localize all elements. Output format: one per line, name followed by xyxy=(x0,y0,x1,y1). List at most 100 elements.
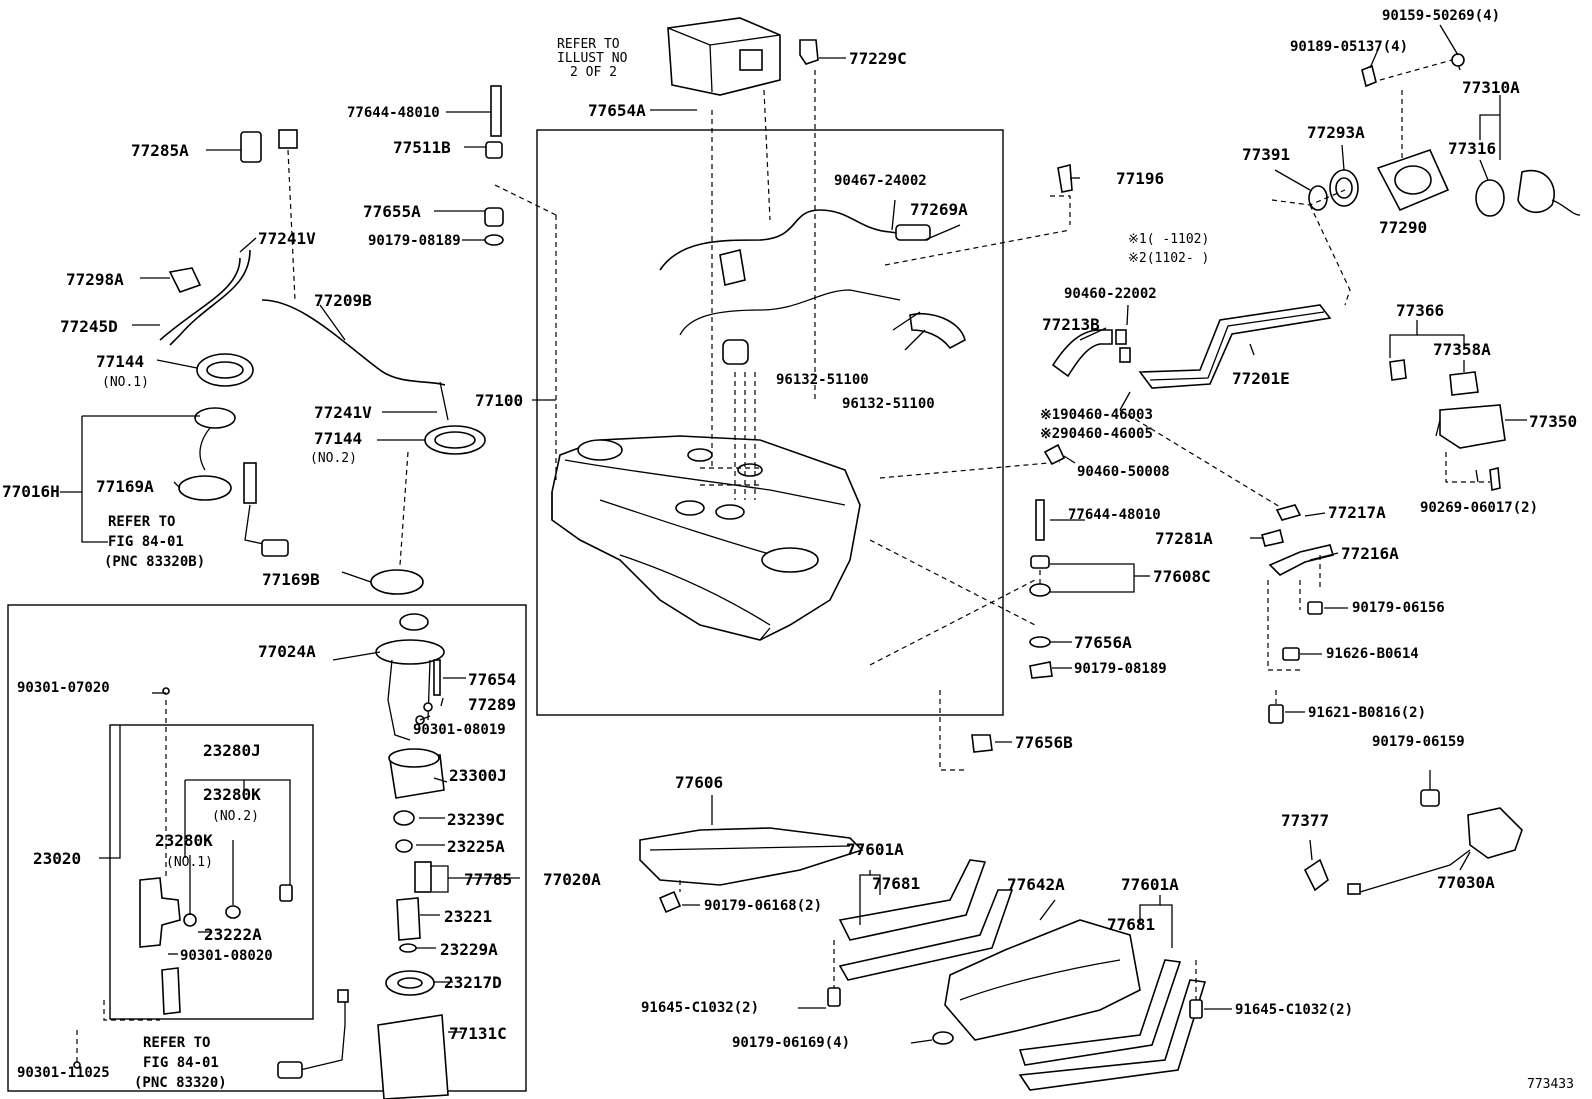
part-label-77655a: 77655A xyxy=(363,202,421,221)
part-label-77216a: 77216A xyxy=(1341,544,1399,563)
part-label-77196: 77196 xyxy=(1116,169,1164,188)
fuel-tank-frame xyxy=(536,129,1004,716)
part-label-77030a: 77030A xyxy=(1437,873,1495,892)
part-label-23280k-no2: (NO.2) xyxy=(212,809,259,824)
part-label-77358a: 77358A xyxy=(1433,340,1491,359)
part-label-90301-11025: 90301-11025 xyxy=(17,1065,110,1081)
part-label-77644-48010-top: 77644-48010 xyxy=(347,105,440,121)
part-label-90189-05137: 90189-05137(4) xyxy=(1290,39,1408,55)
part-label-77606: 77606 xyxy=(675,773,723,792)
part-label-77213b: 77213B xyxy=(1042,315,1100,334)
part-label-77656a: 77656A xyxy=(1074,633,1132,652)
fig-ref-a-line2: FIG 84-01 xyxy=(108,534,184,550)
part-label-77377: 77377 xyxy=(1281,811,1329,830)
part-label-90179-08189-top: 90179-08189 xyxy=(368,233,461,249)
part-label-77654a: 77654A xyxy=(588,101,646,120)
part-label-77169b: 77169B xyxy=(262,570,320,589)
part-label-77016h: 77016H xyxy=(2,482,60,501)
part-label-77785: 77785 xyxy=(464,870,512,889)
fig-ref-b-line3: (PNC 83320) xyxy=(134,1075,227,1091)
part-label-77020a: 77020A xyxy=(543,870,601,889)
fig-ref-a-line1: REFER TO xyxy=(108,514,175,530)
part-label-77144-no1: 77144 xyxy=(96,352,144,371)
part-label-90460-22002: 90460-22002 xyxy=(1064,286,1157,302)
part-label-77245d: 77245D xyxy=(60,317,118,336)
part-label-77366: 77366 xyxy=(1396,301,1444,320)
part-label-77169a: 77169A xyxy=(96,477,154,496)
fuel-tank-drawing xyxy=(551,435,861,641)
illust-ref-line3: 2 OF 2 xyxy=(570,65,617,80)
part-label-90269-06017: 90269-06017(2) xyxy=(1420,500,1538,516)
part-label-77024a: 77024A xyxy=(258,642,316,661)
part-label-91621-b0816: 91621-B0816(2) xyxy=(1308,705,1426,721)
part-label-90301-07020: 90301-07020 xyxy=(17,680,110,696)
part-label-77656b: 77656B xyxy=(1015,733,1073,752)
part-label-77131c: 77131C xyxy=(449,1024,507,1043)
part-label-77229c: 77229C xyxy=(849,49,907,68)
part-label-77601a-b: 77601A xyxy=(1121,875,1179,894)
part-label-190460-46003: ※190460-46003 xyxy=(1040,407,1153,423)
part-label-77144-no2-sub: (NO.2) xyxy=(310,451,357,466)
part-label-77681-b: 77681 xyxy=(1107,915,1155,934)
reference-notes: REFER TO ILLUST NO 2 OF 2 REFER TO FIG 8… xyxy=(104,37,1574,1092)
part-label-77644-48010-mid: 77644-48010 xyxy=(1068,507,1161,523)
fuel-pump-parts xyxy=(73,613,449,1099)
part-label-23280k: 23280K xyxy=(203,785,261,804)
part-label-77269a: 77269A xyxy=(910,200,968,219)
fig-ref-b-line2: FIG 84-01 xyxy=(143,1055,219,1071)
part-label-23280k-no1: 23280K xyxy=(155,831,213,850)
illust-ref-line1: REFER TO xyxy=(557,37,620,52)
part-label-77209b: 77209B xyxy=(314,291,372,310)
clip-77229c xyxy=(799,39,819,65)
upper-left-parts xyxy=(159,85,504,595)
part-label-23020: 23020 xyxy=(33,849,81,868)
part-label-77201e: 77201E xyxy=(1232,369,1290,388)
part-label-77293a: 77293A xyxy=(1307,123,1365,142)
part-label-77100: 77100 xyxy=(475,391,523,410)
part-label-290460-46005: ※290460-46005 xyxy=(1040,426,1153,442)
part-label-91626-b0614: 91626-B0614 xyxy=(1326,646,1419,662)
part-label-77241v-b: 77241V xyxy=(314,403,372,422)
part-label-23300j: 23300J xyxy=(449,766,507,785)
part-label-77391: 77391 xyxy=(1242,145,1290,164)
part-label-90159-50269: 90159-50269(4) xyxy=(1382,8,1500,24)
part-label-77350: 77350 xyxy=(1529,412,1577,431)
part-label-23225a: 23225A xyxy=(447,837,505,856)
part-label-77681-a: 77681 xyxy=(872,874,920,893)
lower-center-parts xyxy=(639,827,1207,1091)
part-label-23229a: 23229A xyxy=(440,940,498,959)
part-label-91645-c1032-a: 91645-C1032(2) xyxy=(641,1000,759,1016)
part-label-77316: 77316 xyxy=(1448,139,1496,158)
leader-lines xyxy=(60,24,1527,1044)
part-label-77144-no1-sub: (NO.1) xyxy=(102,375,149,390)
part-label-91645-c1032-b: 91645-C1032(2) xyxy=(1235,1002,1353,1018)
fig-ref-a-line3: (PNC 83320B) xyxy=(104,554,205,570)
sender-gauge-frame xyxy=(109,724,314,1020)
part-label-77298a: 77298A xyxy=(66,270,124,289)
part-label-90460-50008: 90460-50008 xyxy=(1077,464,1170,480)
filler-parts xyxy=(1051,53,1581,511)
part-label-77281a: 77281A xyxy=(1155,529,1213,548)
charcoal-canister xyxy=(667,17,781,96)
part-label-90179-06156: 90179-06156 xyxy=(1352,600,1445,616)
part-label-23222a: 23222A xyxy=(204,925,262,944)
part-label-23239c: 23239C xyxy=(447,810,505,829)
part-label-23280k-no1-sub: (NO.1) xyxy=(166,855,213,870)
part-label-77285a: 77285A xyxy=(131,141,189,160)
variant-note-2: ※2(1102- ) xyxy=(1128,251,1209,266)
part-label-77290: 77290 xyxy=(1379,218,1427,237)
part-label-90301-08020: 90301-08020 xyxy=(180,948,273,964)
part-label-77511b: 77511B xyxy=(393,138,451,157)
mid-right-parts xyxy=(971,443,1523,895)
part-label-77601a-a: 77601A xyxy=(846,840,904,859)
variant-note-1: ※1( -1102) xyxy=(1128,232,1209,247)
vent-tube xyxy=(659,209,921,271)
part-label-90467-24002: 90467-24002 xyxy=(834,173,927,189)
fig-ref-b-line1: REFER TO xyxy=(143,1035,210,1051)
part-label-77642a: 77642A xyxy=(1007,875,1065,894)
illust-ref-line2: ILLUST NO xyxy=(557,51,628,66)
part-label-90179-08189-mid: 90179-08189 xyxy=(1074,661,1167,677)
part-label-77144-no2: 77144 xyxy=(314,429,362,448)
part-label-23221: 23221 xyxy=(444,907,492,926)
